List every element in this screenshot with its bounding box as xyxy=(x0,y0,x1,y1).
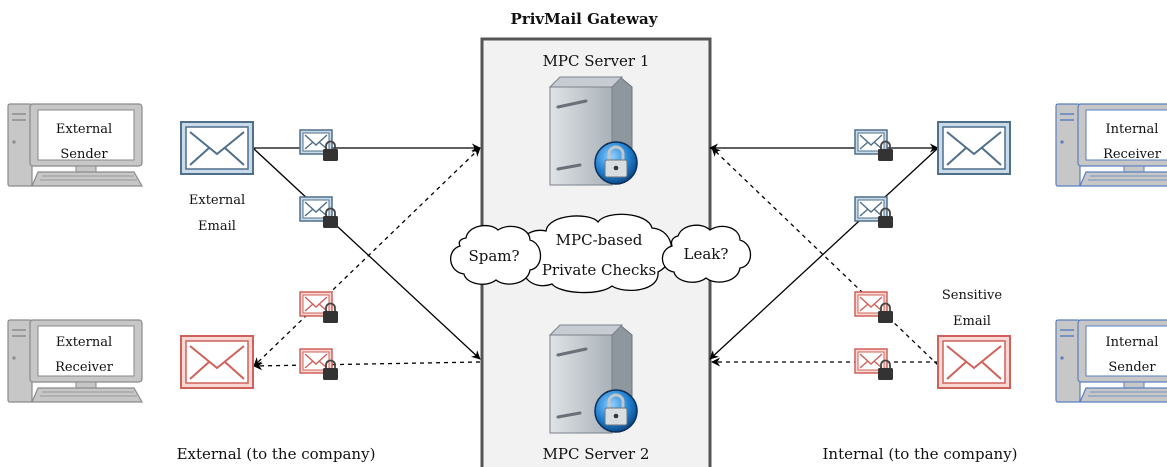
external-email-envelope-icon xyxy=(180,121,254,175)
locked-envelope-icon xyxy=(854,291,894,324)
sensitive-email-envelope-icon xyxy=(937,335,1011,389)
gateway-title: PrivMail Gateway xyxy=(511,10,659,28)
int-receiver-line1: Internal xyxy=(1106,122,1159,137)
external-email-line2: Email xyxy=(198,219,236,234)
cloud-checks: MPC-based Private Checks xyxy=(519,213,673,294)
server2-label: MPC Server 2 xyxy=(543,445,650,463)
spam-label: Spam? xyxy=(468,247,519,265)
external-receiver-computer: External Receiver xyxy=(7,319,143,403)
int-receiver-line2: Receiver xyxy=(1103,147,1162,162)
external-zone-label: External (to the company) xyxy=(177,445,376,463)
external-sender-computer: External Sender xyxy=(7,103,143,187)
cloud-spam: Spam? xyxy=(450,224,542,285)
locked-envelope-icon xyxy=(299,348,339,381)
server2-icon xyxy=(548,323,639,435)
ext-sender-line1: External xyxy=(56,122,112,137)
arrow-server2-to-ext-receiver xyxy=(253,361,481,371)
sensitive-email-line2: Email xyxy=(953,314,991,329)
arrow-ext-email-to-server2 xyxy=(252,147,481,360)
internal-sender-computer: Internal Sender xyxy=(1055,319,1167,403)
locked-envelope-icon xyxy=(299,129,339,162)
locked-envelope-icon xyxy=(854,196,894,229)
internal-receiver-envelope-icon xyxy=(937,121,1011,175)
internal-receiver-computer: Internal Receiver xyxy=(1055,103,1167,187)
ext-receiver-line1: External xyxy=(56,335,112,350)
internal-zone-label: Internal (to the company) xyxy=(822,445,1017,463)
ext-sender-line2: Sender xyxy=(60,147,108,162)
external-receiver-envelope-icon xyxy=(180,335,254,389)
leak-label: Leak? xyxy=(684,245,729,263)
computer-icon xyxy=(1055,103,1167,187)
locked-envelope-icon xyxy=(854,129,894,162)
locked-envelope-icon xyxy=(299,291,339,324)
server1-label: MPC Server 1 xyxy=(543,52,650,70)
checks-line1: MPC-based xyxy=(556,231,643,249)
external-email-line1: External xyxy=(189,193,245,208)
checks-line2: Private Checks xyxy=(542,261,656,279)
int-sender-line2: Sender xyxy=(1108,360,1156,375)
locked-envelope-icon xyxy=(299,196,339,229)
server1-icon xyxy=(548,75,639,187)
locked-envelope-icon xyxy=(854,348,894,381)
sensitive-email-line1: Sensitive xyxy=(942,288,1003,303)
arrow-server2-to-int-receiver xyxy=(709,147,939,360)
cloud-leak: Leak? xyxy=(661,224,752,283)
computer-icon xyxy=(7,103,143,187)
int-sender-line1: Internal xyxy=(1106,335,1159,350)
ext-receiver-line2: Receiver xyxy=(55,360,114,375)
